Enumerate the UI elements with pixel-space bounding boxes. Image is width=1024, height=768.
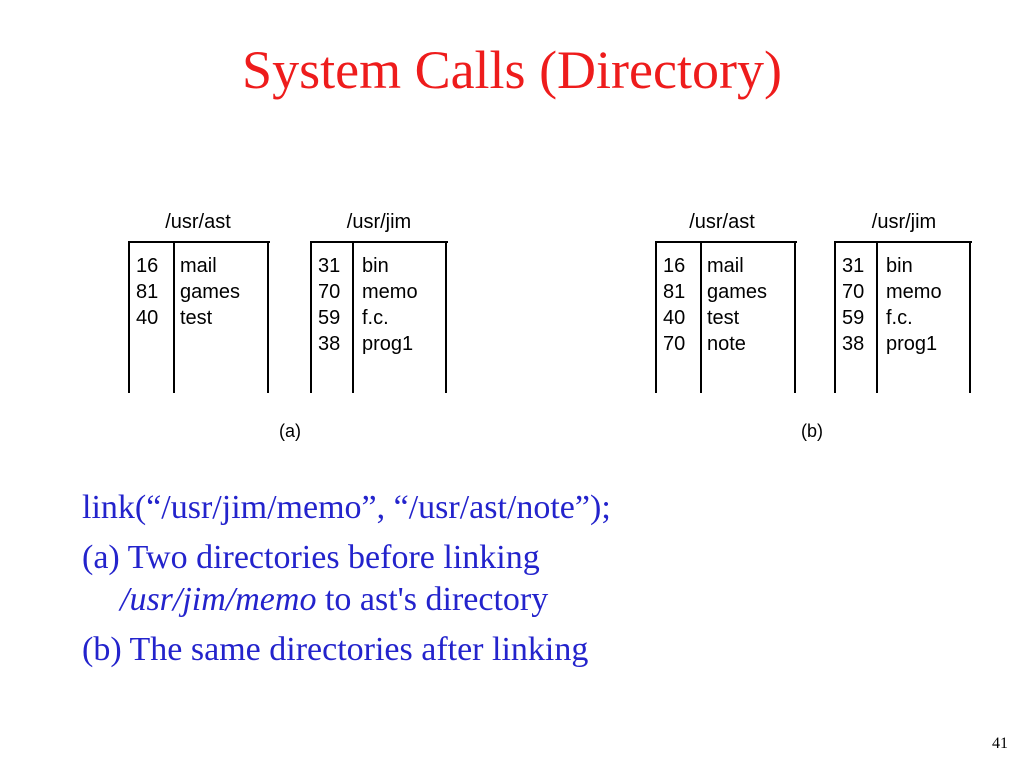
inode-number: 40 (663, 307, 686, 329)
bullet-a: (a) Two directories before linking /usr/… (82, 537, 962, 621)
table-divider (876, 241, 878, 393)
table-top-border (310, 241, 448, 243)
file-name: test (180, 307, 213, 329)
file-name: prog1 (362, 333, 414, 355)
table-divider (700, 241, 702, 393)
inode-number: 40 (136, 307, 159, 329)
bullet-a-text: (a) Two directories before linking (82, 539, 540, 576)
inode-number: 81 (136, 281, 159, 303)
dir-label-usr-ast: /usr/ast (165, 211, 231, 233)
file-name: memo (362, 281, 418, 303)
inode-number: 59 (318, 307, 341, 329)
file-name: prog1 (886, 333, 938, 355)
figure-caption-a: (a) (279, 421, 301, 441)
path-italic: /usr/jim/memo (120, 581, 317, 618)
file-name: mail (707, 255, 744, 277)
file-name: test (707, 307, 740, 329)
figure-a: /usr/ast 16 81 40 mail games test /usr/j… (128, 205, 488, 445)
inode-number: 38 (842, 333, 865, 355)
inode-number: 16 (136, 255, 159, 277)
name-column: bin memo f.c. prog1 (886, 253, 942, 357)
file-name: games (707, 281, 768, 303)
table-divider (352, 241, 354, 393)
table-left-border (128, 241, 130, 393)
inode-number: 31 (318, 255, 341, 277)
file-name: bin (362, 255, 389, 277)
bullet-a-continuation: /usr/jim/memo to ast's directory (82, 579, 962, 621)
inode-column: 16 81 40 (136, 253, 166, 331)
file-name: note (707, 333, 746, 355)
table-left-border (310, 241, 312, 393)
dir-label-usr-jim: /usr/jim (346, 211, 412, 233)
inode-number: 38 (318, 333, 341, 355)
table-left-border (655, 241, 657, 393)
table-divider (173, 241, 175, 393)
directory-table-usr-jim: 31 70 59 38 bin memo f.c. prog1 (310, 241, 450, 393)
file-name: memo (886, 281, 942, 303)
dir-label-usr-ast: /usr/ast (689, 211, 755, 233)
bullet-a-rest: to ast's directory (316, 581, 549, 618)
name-column: mail games test note (707, 253, 767, 357)
inode-column: 31 70 59 38 (318, 253, 348, 357)
link-call-code: link(“/usr/jim/memo”, “/usr/ast/note”); (82, 489, 611, 526)
table-right-border (445, 241, 447, 393)
figure-caption-b: (b) (801, 421, 823, 441)
table-right-border (794, 241, 796, 393)
slide-title: System Calls (Directory) (242, 40, 782, 100)
file-name: games (180, 281, 241, 303)
file-name: f.c. (362, 307, 389, 329)
inode-number: 59 (842, 307, 865, 329)
table-top-border (128, 241, 270, 243)
page-number: 41 (992, 735, 1008, 752)
table-right-border (267, 241, 269, 393)
dir-label-usr-jim: /usr/jim (871, 211, 937, 233)
inode-number: 70 (663, 333, 686, 355)
directory-table-usr-ast: 16 81 40 70 mail games test note (655, 241, 797, 393)
inode-number: 31 (842, 255, 865, 277)
slide-body: link(“/usr/jim/memo”, “/usr/ast/note”); … (82, 487, 962, 679)
directory-table-usr-jim: 31 70 59 38 bin memo f.c. prog1 (834, 241, 974, 393)
file-name: bin (886, 255, 913, 277)
file-name: mail (180, 255, 217, 277)
inode-column: 16 81 40 70 (663, 253, 693, 357)
bullet-b: (b) The same directories after linking (82, 631, 589, 668)
inode-number: 16 (663, 255, 686, 277)
directory-table-usr-ast: 16 81 40 mail games test (128, 241, 270, 393)
table-top-border (834, 241, 972, 243)
inode-number: 70 (842, 281, 865, 303)
table-top-border (655, 241, 797, 243)
table-left-border (834, 241, 836, 393)
name-column: bin memo f.c. prog1 (362, 253, 418, 357)
file-name: f.c. (886, 307, 913, 329)
inode-number: 70 (318, 281, 341, 303)
inode-column: 31 70 59 38 (842, 253, 872, 357)
name-column: mail games test (180, 253, 240, 331)
figure-b: /usr/ast 16 81 40 70 mail games test not… (652, 205, 1012, 445)
inode-number: 81 (663, 281, 686, 303)
table-right-border (969, 241, 971, 393)
